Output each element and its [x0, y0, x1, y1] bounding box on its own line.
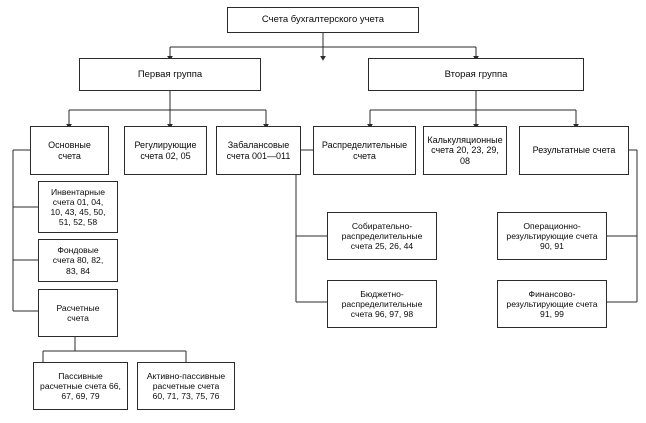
node-group-one-label: Первая группа [137, 68, 203, 80]
node-main-accounts[interactable]: Основные счета [30, 126, 109, 175]
node-budget-distributive-accounts-label: Бюджетно- распределительные счета 96, 97… [341, 288, 423, 320]
node-inventory-accounts-label: Инвентарные счета 01, 04, 10, 43, 45, 50… [50, 186, 106, 228]
node-group-two-label: Вторая группа [444, 68, 508, 80]
node-financial-result-accounts-label: Финансово- результирующие счета 91, 99 [506, 288, 598, 320]
node-result-accounts-label: Результатные счета [532, 145, 616, 156]
node-group-one[interactable]: Первая группа [79, 58, 261, 91]
node-collective-distributive-accounts-label: Собирательно- распределительные счета 25… [341, 220, 423, 252]
node-inventory-accounts[interactable]: Инвентарные счета 01, 04, 10, 43, 45, 50… [38, 181, 118, 233]
node-offbalance-accounts[interactable]: Забалансовые счета 001—011 [216, 126, 301, 175]
node-operational-result-accounts-label: Операционно- результирующие счета 90, 91 [506, 220, 598, 252]
node-root-accounts-label: Счета бухгалтерского учета [261, 14, 385, 26]
node-settlement-accounts-label: Расчетные счета [56, 302, 100, 323]
node-root-accounts[interactable]: Счета бухгалтерского учета [227, 7, 419, 33]
node-result-accounts[interactable]: Результатные счета [519, 126, 629, 175]
node-financial-result-accounts[interactable]: Финансово- результирующие счета 91, 99 [497, 280, 607, 328]
node-main-accounts-label: Основные счета [48, 139, 91, 161]
node-collective-distributive-accounts[interactable]: Собирательно- распределительные счета 25… [327, 212, 437, 260]
node-passive-settlement-accounts[interactable]: Пассивные расчетные счета 66, 67, 69, 79 [33, 362, 128, 410]
node-regulating-accounts[interactable]: Регулирующие счета 02, 05 [124, 126, 207, 175]
node-offbalance-accounts-label: Забалансовые счета 001—011 [226, 139, 291, 161]
node-calculation-accounts[interactable]: Калькуляционные счета 20, 23, 29, 08 [423, 126, 507, 175]
node-settlement-accounts[interactable]: Расчетные счета [38, 289, 118, 337]
node-distributive-accounts[interactable]: Распределительные счета [313, 126, 416, 175]
node-active-passive-settlement-accounts[interactable]: Активно-пассивные расчетные счета 60, 71… [137, 362, 235, 410]
node-budget-distributive-accounts[interactable]: Бюджетно- распределительные счета 96, 97… [327, 280, 437, 328]
node-passive-settlement-accounts-label: Пассивные расчетные счета 66, 67, 69, 79 [40, 370, 121, 402]
node-group-two[interactable]: Вторая группа [368, 58, 584, 91]
node-fund-accounts[interactable]: Фондовые счета 80, 82, 83, 84 [38, 239, 118, 282]
node-fund-accounts-label: Фондовые счета 80, 82, 83, 84 [52, 245, 104, 276]
node-calculation-accounts-label: Калькуляционные счета 20, 23, 29, 08 [427, 134, 503, 166]
node-operational-result-accounts[interactable]: Операционно- результирующие счета 90, 91 [497, 212, 607, 260]
node-regulating-accounts-label: Регулирующие счета 02, 05 [134, 139, 197, 161]
node-active-passive-settlement-accounts-label: Активно-пассивные расчетные счета 60, 71… [146, 370, 226, 402]
node-distributive-accounts-label: Распределительные счета [321, 139, 408, 161]
